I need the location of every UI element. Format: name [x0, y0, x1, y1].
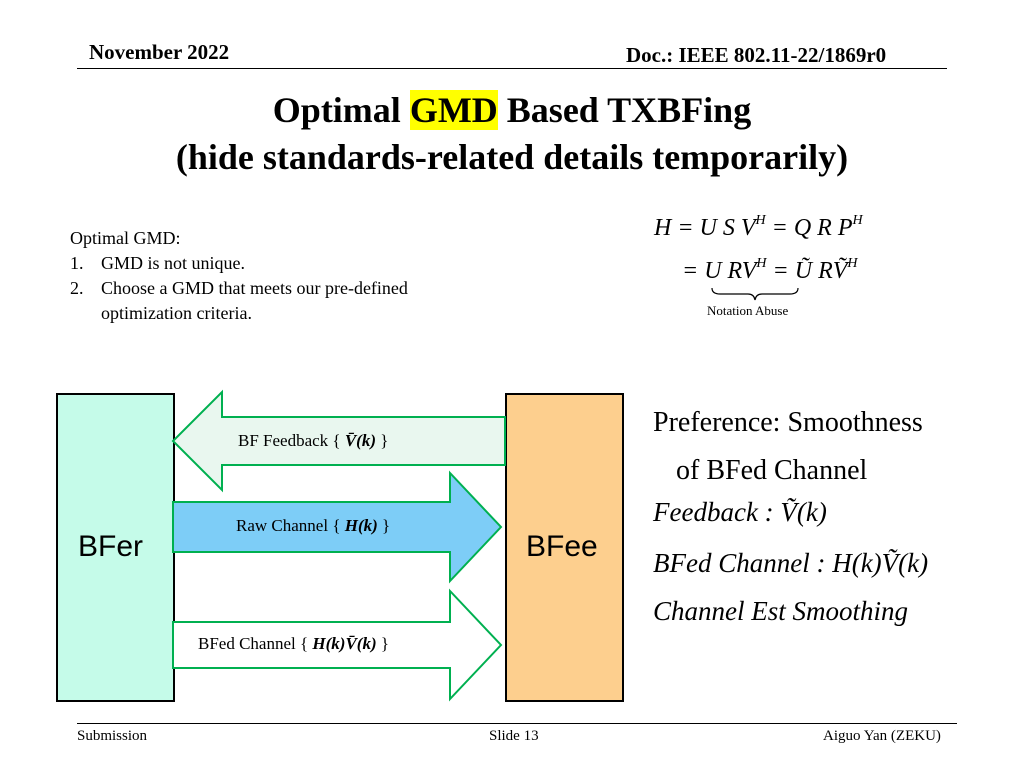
footer-divider — [77, 723, 957, 724]
preference-line-2: of BFed Channel — [676, 455, 868, 486]
channel-est-smoothing: Channel Est Smoothing — [653, 596, 908, 626]
list-item-number: 1. — [70, 253, 84, 273]
footer-slide-number: Slide 13 — [489, 728, 539, 744]
label-text: BFed Channel { — [198, 634, 313, 653]
math-eq2-part-b: = Ũ RṼ — [766, 258, 848, 284]
footer-submission: Submission — [77, 728, 148, 744]
bfee-label: BFee — [526, 530, 598, 563]
header-doc-id: Doc.: IEEE 802.11-22/1869r0 — [626, 43, 887, 67]
list-item-text: Choose a GMD that meets our pre-defined … — [101, 278, 408, 323]
label-text: } — [377, 516, 391, 535]
raw-channel-arrow-label: Raw Channel { H(k) } — [236, 516, 390, 536]
intro-heading: Optimal GMD: — [70, 228, 181, 248]
preference-text: Preference: Smoothness of BFed Channel — [653, 399, 923, 495]
feedback-equation: Feedback : Ṽ(k) — [653, 497, 827, 527]
bfed-channel-equation: BFed Channel : H(k)Ṽ(k) — [653, 548, 929, 578]
title-highlight: GMD — [409, 90, 498, 130]
title-post: Based TXBFing — [497, 90, 752, 130]
math-eq1-part-b: = Q R P — [765, 215, 853, 241]
intro-list: Optimal GMD: 1. GMD is not unique. 2. Ch… — [70, 226, 481, 326]
label-text: BF Feedback { — [238, 431, 345, 450]
math-eq1-part-a: H = U S V — [654, 215, 756, 241]
label-text: Raw Channel { — [236, 516, 345, 535]
footer-author: Aiguo Yan (ZEKU) — [823, 728, 941, 744]
math-eq2-sup-b: H — [847, 256, 858, 271]
slide-title-line1: Optimal GMD Based TXBFing — [0, 88, 1024, 132]
label-text: } — [376, 634, 390, 653]
list-item-text: GMD is not unique. — [101, 253, 245, 273]
math-eq2-sup-a: H — [756, 256, 767, 271]
title-pre: Optimal — [272, 90, 410, 130]
list-item: 2. Choose a GMD that meets our pre-defin… — [70, 276, 481, 326]
preference-line-1: Preference: Smoothness — [653, 407, 923, 438]
notation-abuse-note: Notation Abuse — [707, 303, 789, 318]
math-eq1-sup-a: H — [755, 213, 766, 228]
bfed-channel-arrow — [172, 588, 503, 702]
header-date: November 2022 — [89, 40, 230, 64]
math-eq2-part-a: = U RV — [682, 258, 757, 284]
slide-title-line2: (hide standards-related details temporar… — [175, 137, 849, 177]
label-symbol: H(k) — [344, 516, 378, 535]
label-symbol: V̄(k) — [344, 431, 377, 450]
raw-channel-arrow — [172, 470, 503, 584]
bfee-box — [505, 393, 624, 702]
list-item-number: 2. — [70, 278, 84, 298]
header-divider — [77, 68, 947, 69]
underbrace — [711, 287, 799, 301]
label-symbol: H(k)V̄(k) — [312, 634, 377, 653]
math-eq1-sup-b: H — [852, 213, 863, 228]
feedback-arrow-label: BF Feedback { V̄(k) } — [238, 431, 388, 451]
bfer-label: BFer — [78, 530, 144, 563]
bfer-box — [56, 393, 175, 702]
math-equation-1: H = U S VH = Q R PH — [654, 213, 863, 242]
list-item: 1. GMD is not unique. — [70, 251, 481, 276]
math-equation-2: = U RVH = Ũ RṼH — [682, 256, 858, 285]
feedback-arrow — [171, 389, 506, 493]
label-text: } — [376, 431, 389, 450]
bfed-channel-arrow-label: BFed Channel { H(k)V̄(k) } — [198, 634, 389, 654]
